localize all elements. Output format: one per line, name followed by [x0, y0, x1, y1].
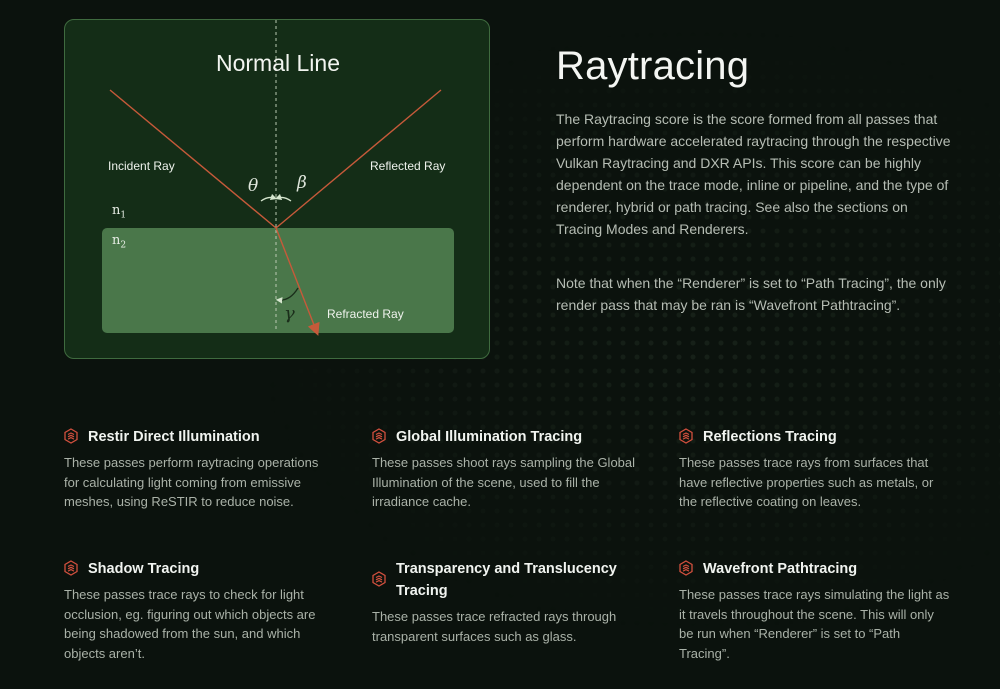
refraction-diagram: Normal Line Incident Ray Reflected Ray R…	[64, 19, 490, 359]
feature-description: These passes shoot rays sampling the Glo…	[372, 455, 636, 509]
gamma-arc	[275, 287, 299, 304]
reflected-ray	[275, 89, 442, 229]
hexagon-layers-icon	[64, 560, 78, 576]
beta-symbol: β	[297, 173, 307, 193]
feature-description: These passes trace rays from surfaces th…	[679, 455, 934, 509]
feature-title: Shadow Tracing	[88, 561, 200, 577]
hexagon-layers-icon	[679, 428, 693, 444]
hexagon-layers-icon	[64, 428, 78, 444]
page-title: Raytracing	[556, 44, 750, 88]
hexagon-layers-icon	[679, 560, 693, 576]
renderer-note: Note that when the “Renderer” is set to …	[556, 275, 946, 313]
hexagon-layers-icon	[372, 571, 386, 587]
diagram-title: Normal Line	[216, 50, 340, 76]
feature-wavefront: Wavefront Pathtracing These passes trace…	[679, 558, 951, 663]
feature-description: These passes perform raytracing operatio…	[64, 455, 319, 509]
feature-description: These passes trace refracted rays throug…	[372, 609, 617, 644]
incident-ray-label: Incident Ray	[108, 159, 175, 173]
theta-arc	[260, 193, 278, 202]
n2-label: n2	[112, 233, 127, 251]
feature-description: These passes trace rays to check for lig…	[64, 587, 316, 661]
feature-restir: Restir Direct Illumination These passes …	[64, 426, 336, 512]
feature-title: Restir Direct Illumination	[88, 429, 260, 445]
hexagon-layers-icon	[372, 428, 386, 444]
feature-description: These passes trace rays simulating the l…	[679, 587, 950, 661]
diagram-graphic	[102, 20, 454, 336]
n1-label: n1	[112, 203, 127, 221]
gamma-symbol: γ	[284, 303, 295, 324]
description-paragraph: The Raytracing score is the score formed…	[556, 111, 951, 237]
incident-ray	[109, 89, 277, 229]
feature-title: Transparency and Translucency Tracing	[396, 561, 617, 599]
lower-medium	[102, 228, 454, 333]
feature-reflections: Reflections Tracing These passes trace r…	[679, 426, 951, 512]
theta-symbol: θ	[248, 176, 259, 196]
feature-global-illumination: Global Illumination Tracing These passes…	[372, 426, 644, 512]
feature-shadow: Shadow Tracing These passes trace rays t…	[64, 558, 336, 663]
refracted-ray	[275, 227, 320, 336]
feature-title: Reflections Tracing	[703, 429, 837, 445]
beta-arc	[274, 193, 292, 202]
reflected-ray-label: Reflected Ray	[370, 159, 446, 173]
feature-title: Wavefront Pathtracing	[703, 561, 858, 577]
feature-transparency: Transparency and Translucency Tracing Th…	[372, 558, 644, 646]
refracted-ray-label: Refracted Ray	[327, 307, 404, 321]
feature-title: Global Illumination Tracing	[396, 429, 583, 445]
